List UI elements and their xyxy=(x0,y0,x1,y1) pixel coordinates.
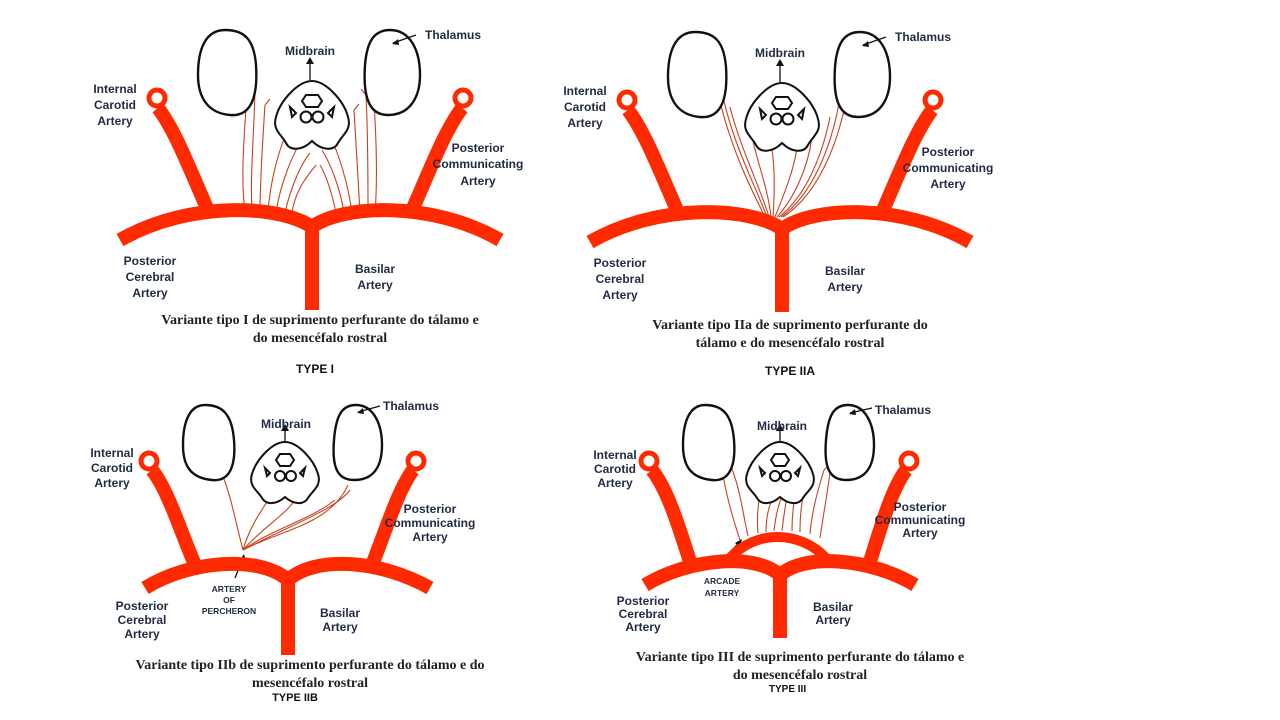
caption-type-2b: Variante tipo IIb de suprimento perfuran… xyxy=(135,658,485,691)
thalamus-label: Thalamus xyxy=(383,399,439,413)
thalamus-right xyxy=(833,30,892,119)
thalamus-label: Thalamus xyxy=(425,28,481,42)
thalamus-right xyxy=(824,403,876,482)
midbrain-shape xyxy=(744,81,820,152)
artery-network xyxy=(138,450,434,655)
type-label-1: TYPE I xyxy=(295,362,334,376)
thalamus-right xyxy=(332,403,384,482)
midbrain-label: Midbrain xyxy=(757,419,807,433)
type-label-2b: TYPE IIB xyxy=(272,692,318,704)
artery-network xyxy=(116,87,504,310)
midbrain-label: Midbrain xyxy=(285,44,335,58)
midbrain-shape xyxy=(745,440,815,505)
thalamus-left xyxy=(666,30,728,119)
midbrain-label: Midbrain xyxy=(261,417,311,431)
thalamus-left xyxy=(181,403,236,482)
thalamus-left xyxy=(196,28,258,117)
midbrain-shape xyxy=(274,79,350,150)
type-label-3: TYPE III xyxy=(768,684,807,695)
thalamus-right xyxy=(363,28,422,117)
thalamus-label: Thalamus xyxy=(895,30,951,44)
midbrain-shape xyxy=(250,440,320,505)
caption-type-3: Variante tipo III de suprimento perfuran… xyxy=(635,650,965,683)
midbrain-label: Midbrain xyxy=(755,46,805,60)
thalamus-label: Thalamus xyxy=(875,403,931,417)
type-label-2a: TYPE IIA xyxy=(764,364,815,378)
artery-network xyxy=(586,89,974,312)
artery-network xyxy=(638,450,920,638)
thalamus-left xyxy=(681,403,736,482)
caption-type-1: Variante tipo I de suprimento perfurante… xyxy=(161,313,479,346)
caption-type-2a: Variante tipo IIa de suprimento perfuran… xyxy=(652,318,928,351)
